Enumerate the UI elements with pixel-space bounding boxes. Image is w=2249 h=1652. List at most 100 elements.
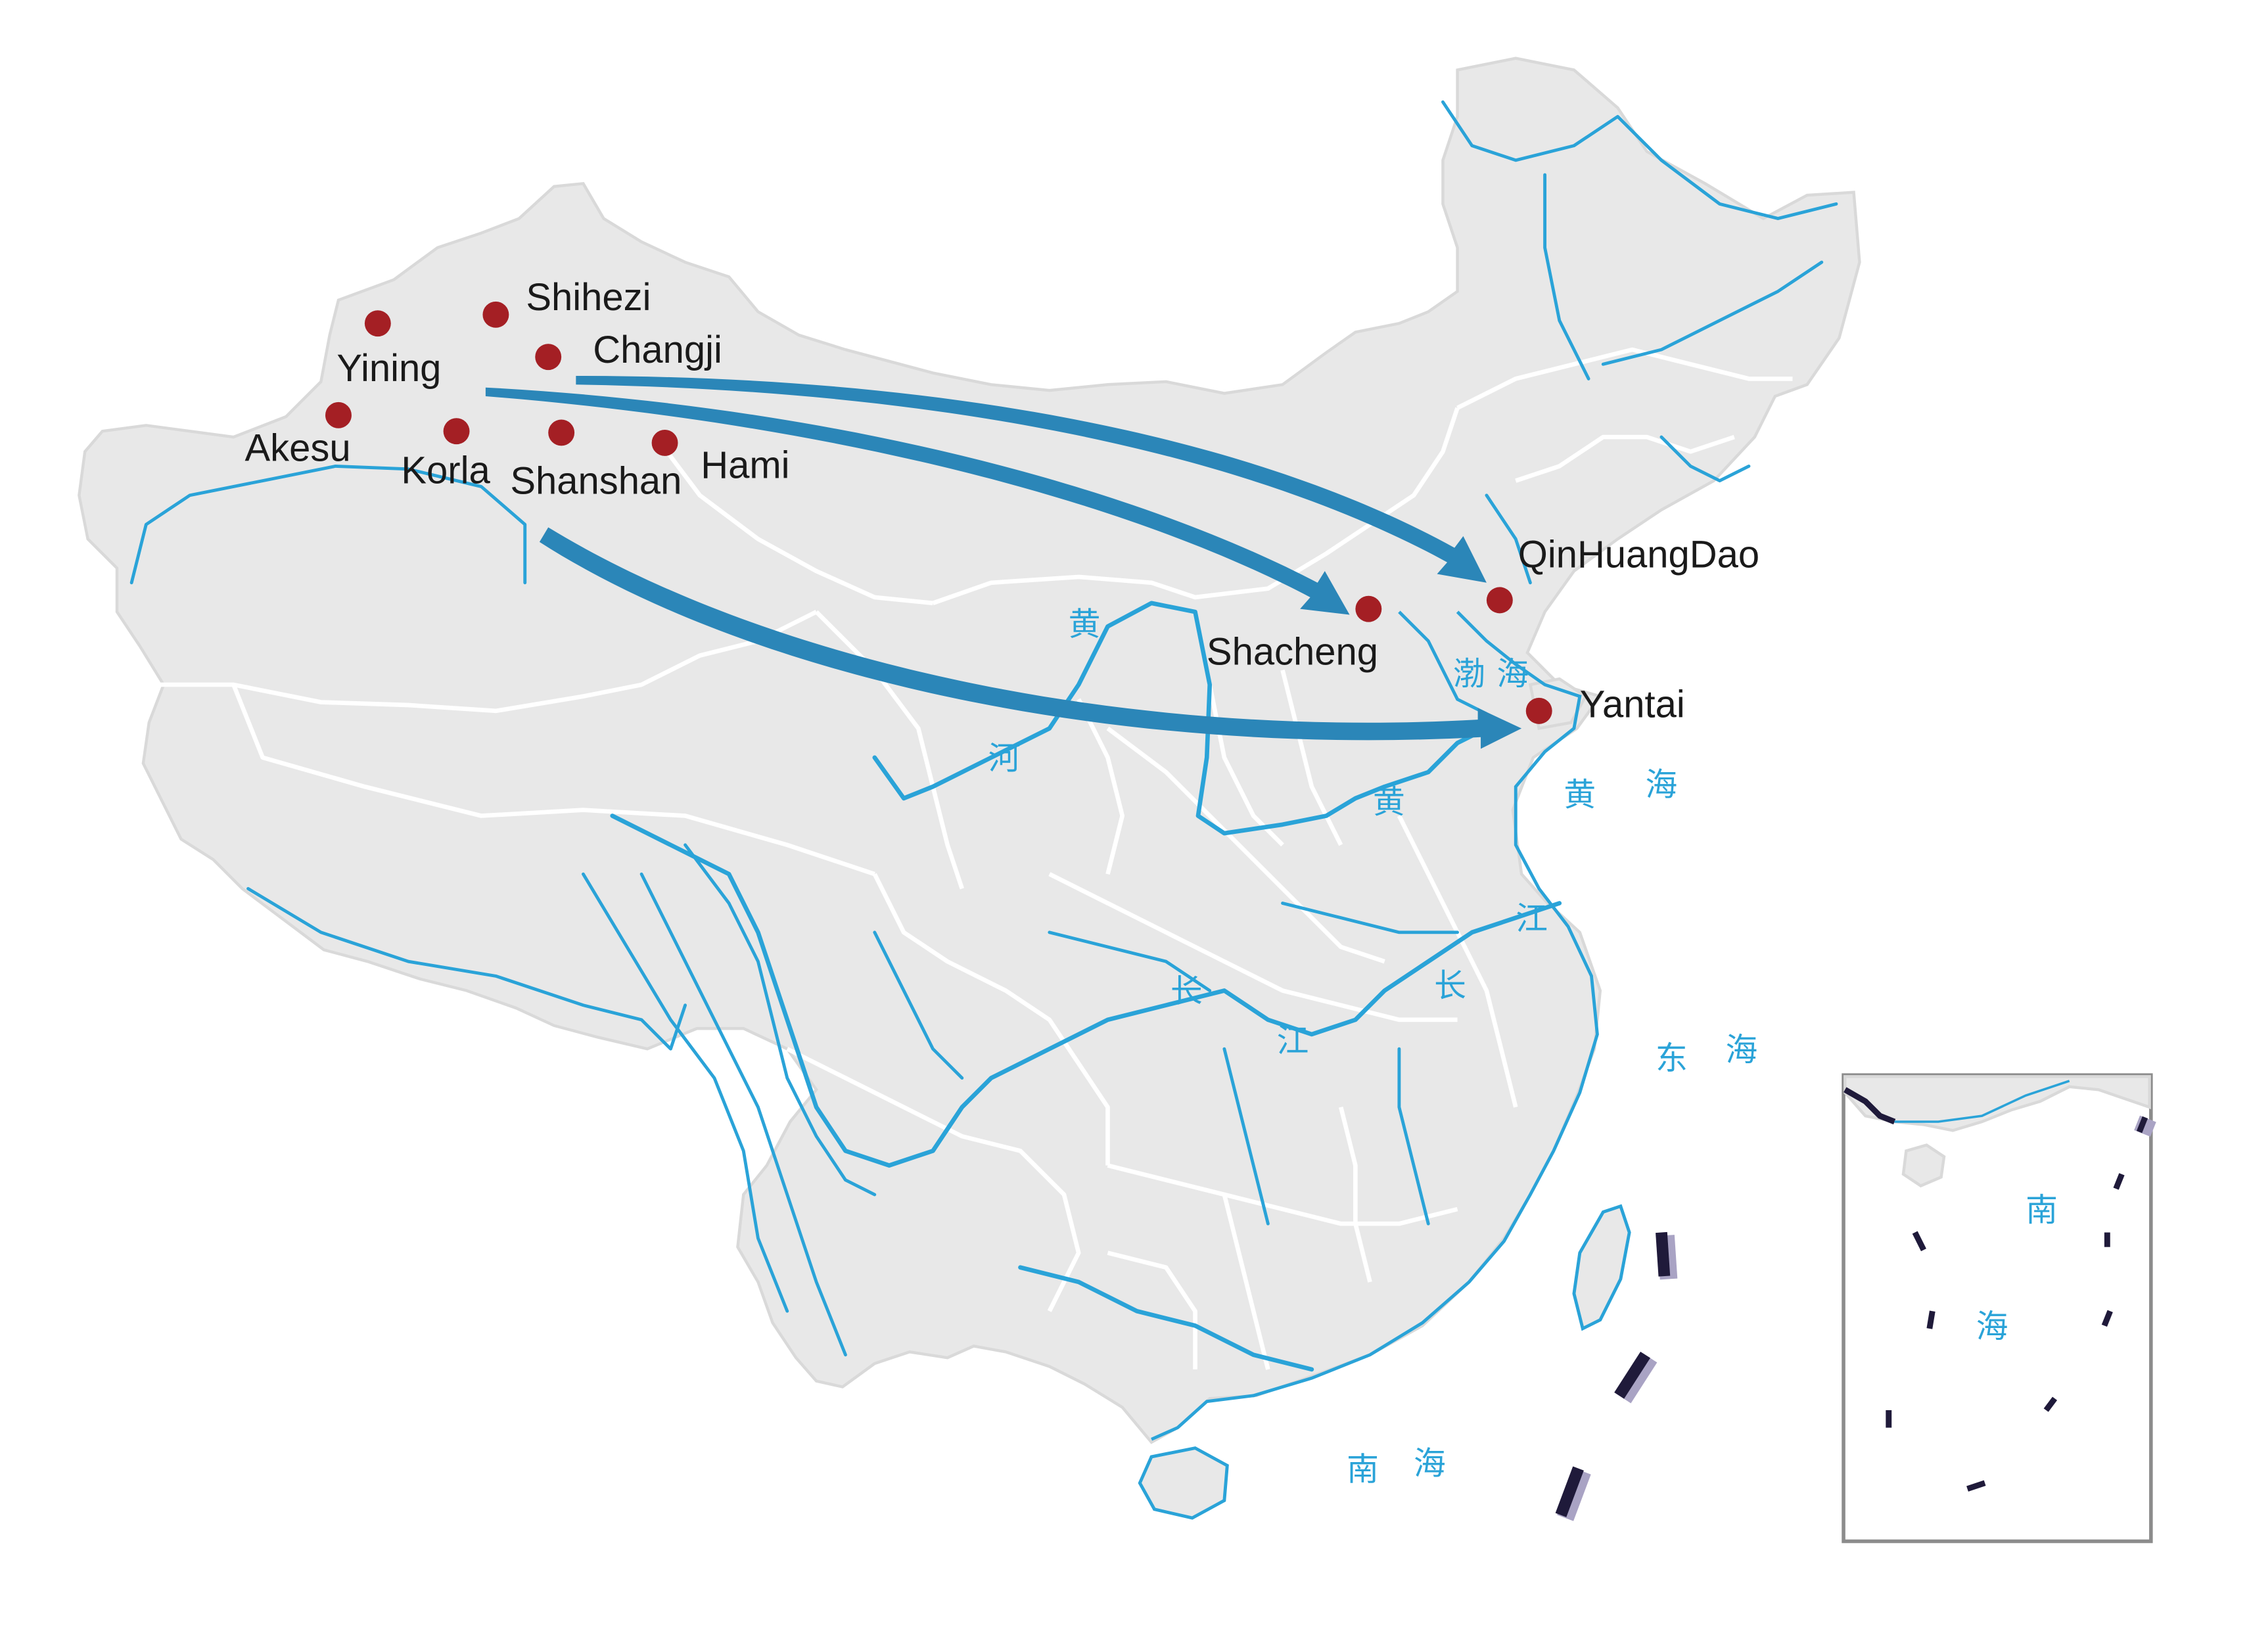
xiang-river bbox=[1222, 1047, 1270, 1226]
river-label-changjiang-3: 长 bbox=[1434, 967, 1466, 1004]
coast-taiwan bbox=[1572, 1204, 1631, 1331]
sea-label-huanghai-1: 黄 bbox=[1564, 776, 1596, 814]
min-river bbox=[873, 930, 964, 1080]
city-label-qinhuangdao: QinHuangDao bbox=[1518, 534, 1759, 576]
border-inner-mongolia bbox=[932, 407, 1460, 605]
songhua-river bbox=[1601, 260, 1824, 366]
river-label-huanghe-1: 黄 bbox=[1069, 606, 1101, 643]
sea-label-bohai-2: 海 bbox=[1496, 655, 1529, 693]
river-label-changjiang-2: 江 bbox=[1277, 1022, 1309, 1060]
yellow-river bbox=[872, 601, 1489, 836]
city-marker-qinhuangdao bbox=[1486, 587, 1513, 614]
pearl-river bbox=[1018, 1265, 1314, 1372]
city-marker-akesu bbox=[325, 402, 352, 428]
coastline bbox=[1138, 610, 1631, 1520]
sea-label-nanhai-1: 南 bbox=[1347, 1450, 1379, 1488]
china-landmass bbox=[78, 57, 1861, 1520]
nu-river bbox=[581, 872, 789, 1313]
yarlung-river bbox=[246, 886, 687, 1051]
coast-east bbox=[1151, 610, 1599, 1441]
city-labels: Yining Shihezi Changji Akesu Korla Shans… bbox=[244, 277, 1759, 726]
city-label-korla: Korla bbox=[401, 450, 490, 492]
city-marker-shanshan bbox=[548, 419, 575, 446]
city-marker-korla bbox=[443, 418, 470, 445]
inset-sea-label-hai: 海 bbox=[1976, 1308, 2008, 1345]
city-label-yantai: Yantai bbox=[1580, 684, 1685, 726]
boundary-dash-3 bbox=[1555, 1466, 1584, 1517]
sea-label-nanhai-2: 海 bbox=[1414, 1445, 1446, 1482]
inset-dash-0-shadow bbox=[2134, 1115, 2156, 1137]
lancang-river bbox=[639, 872, 847, 1357]
border-northeast-1 bbox=[1456, 347, 1793, 410]
city-markers bbox=[325, 301, 1552, 724]
border-ningxia bbox=[1077, 698, 1124, 875]
border-yunnan bbox=[786, 1047, 1081, 1312]
province-borders bbox=[160, 347, 1793, 1370]
border-northeast-2 bbox=[1515, 434, 1735, 483]
jinsha-river bbox=[684, 843, 877, 1197]
border-south-2 bbox=[1222, 1194, 1270, 1370]
inset-dash-4 bbox=[1966, 1480, 1986, 1492]
boundary-dash-1 bbox=[1656, 1231, 1671, 1277]
city-marker-shihezi bbox=[482, 301, 509, 328]
gan-river bbox=[1397, 1047, 1430, 1226]
river-label-huanghe-2: 河 bbox=[988, 740, 1021, 777]
inset-dash-5 bbox=[2043, 1396, 2058, 1412]
city-label-changji: Changji bbox=[593, 329, 722, 371]
sea-label-donghai-2: 海 bbox=[1725, 1031, 1757, 1068]
city-marker-changji bbox=[535, 344, 562, 371]
border-xinjiang-qinghai bbox=[160, 610, 818, 714]
inset-dash-0 bbox=[2136, 1116, 2148, 1134]
border-east-1 bbox=[1397, 814, 1518, 1108]
border-tibet-qinghai bbox=[231, 683, 875, 877]
yangtze-river bbox=[610, 814, 1562, 1168]
river-label-changjiang-4: 江 bbox=[1516, 900, 1548, 937]
inset-dash-1 bbox=[1912, 1231, 1926, 1252]
border-south-1 bbox=[1107, 1163, 1458, 1226]
city-label-yining: Yining bbox=[336, 348, 441, 390]
amur-river bbox=[1441, 100, 1838, 220]
sea-label-bohai-1: 渤 bbox=[1453, 655, 1485, 693]
city-label-shanshan: Shanshan bbox=[510, 461, 682, 503]
boundary-dash-2 bbox=[1614, 1351, 1651, 1399]
city-marker-yantai bbox=[1525, 697, 1552, 724]
flow-arrows bbox=[485, 375, 1522, 749]
river-labels: 黄 河 长 江 长 江 黄 bbox=[988, 606, 1548, 1060]
city-label-akesu: Akesu bbox=[244, 428, 350, 470]
border-guangxi bbox=[1107, 1250, 1197, 1369]
inset-dash-8 bbox=[2113, 1173, 2125, 1190]
city-marker-shacheng bbox=[1355, 595, 1382, 622]
city-label-shacheng: Shacheng bbox=[1207, 631, 1378, 674]
city-marker-yining bbox=[364, 310, 391, 337]
city-label-shihezi: Shihezi bbox=[526, 277, 651, 319]
coast-hainan bbox=[1138, 1446, 1229, 1520]
arrow-to-qinhuangdao bbox=[576, 375, 1487, 583]
nen-river bbox=[1543, 173, 1590, 380]
rivers bbox=[129, 100, 1838, 1372]
inset-dash-6 bbox=[2101, 1310, 2113, 1327]
coast-bohai bbox=[1398, 610, 1487, 716]
taiwan-island bbox=[1572, 1204, 1631, 1331]
tarim-river bbox=[129, 464, 527, 585]
inset-land-border bbox=[1843, 1087, 1896, 1125]
border-central-2 bbox=[1106, 726, 1385, 964]
border-south-3 bbox=[1338, 1107, 1372, 1283]
border-sichuan bbox=[872, 873, 1110, 1166]
inset-dash-2 bbox=[1926, 1310, 1936, 1329]
inset-mainland-shape bbox=[1843, 1075, 2151, 1132]
inset-hainan-island bbox=[1901, 1143, 1946, 1188]
border-central-1 bbox=[1048, 872, 1458, 1022]
river-label-huanghe-3: 黄 bbox=[1373, 783, 1405, 821]
south-china-sea-inset: 南 海 bbox=[1842, 1073, 2156, 1544]
sea-labels: 渤 海 黄 海 东 海 南 海 bbox=[1347, 655, 1757, 1488]
liao-river bbox=[1485, 493, 1532, 585]
inset-sea-label-nan: 南 bbox=[2026, 1191, 2058, 1229]
inset-frame bbox=[1842, 1073, 2153, 1544]
arrow-to-yantai bbox=[539, 527, 1522, 749]
city-marker-hami bbox=[651, 429, 678, 456]
maritime-boundary bbox=[1555, 1231, 1678, 1521]
northeast-river-2 bbox=[1659, 435, 1751, 483]
river-label-changjiang-1: 长 bbox=[1171, 973, 1203, 1010]
